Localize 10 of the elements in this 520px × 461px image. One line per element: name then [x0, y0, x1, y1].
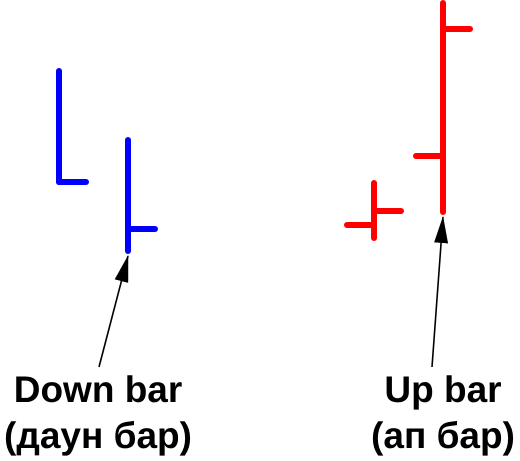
- price-bar: [344, 180, 404, 241]
- bar-label: Up bar: [384, 368, 502, 412]
- price-bar: [56, 68, 89, 185]
- arrow: [431, 216, 448, 368]
- price-bar: [125, 137, 158, 254]
- bar-label: (даун бар): [4, 414, 192, 458]
- bar-label: Down bar: [14, 368, 182, 412]
- arrow: [98, 255, 129, 368]
- price-bar: [413, 0, 473, 215]
- bar-label: (ап бар): [371, 414, 515, 458]
